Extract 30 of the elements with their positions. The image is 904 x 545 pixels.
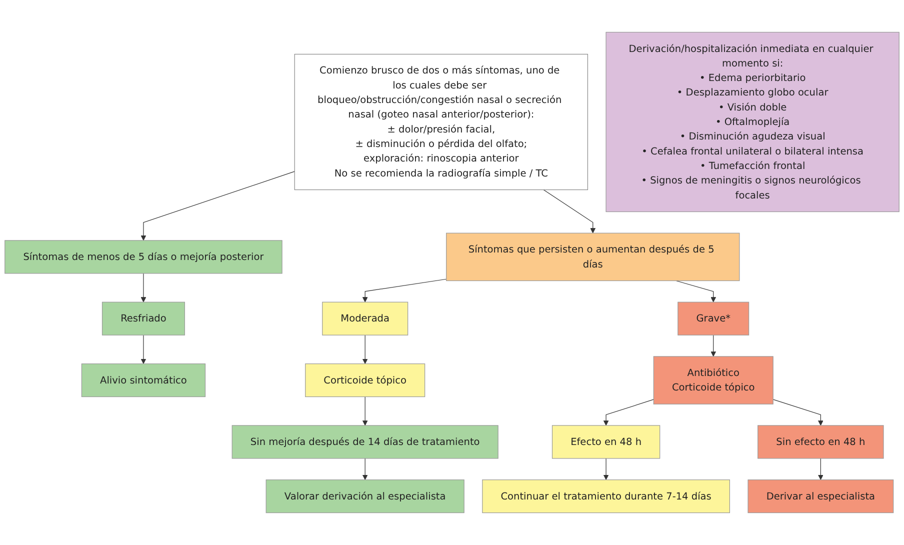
arrow: [362, 458, 368, 480]
node-box: Sin mejoría después de 14 días de tratamiento: [232, 425, 498, 459]
arrow: [543, 189, 596, 234]
arrow: [676, 280, 716, 302]
arrow: [140, 171, 295, 241]
arrow: [362, 396, 368, 426]
arrow: [603, 399, 654, 426]
node-box: Alivio sintomático: [81, 363, 206, 398]
arrow: [140, 273, 146, 302]
node-box: Resfriado: [102, 302, 185, 336]
node-box: Efecto en 48 h: [552, 425, 660, 459]
node-box: Derivación/hospitalización inmediata en cualquier momento si: • Edema periorbitario • Desplazamiento globo ocular • Visión doble • Oftalmoplejía • Disminución agudeza visual • Cefalea frontal unilateral o bilateral intensa • Tumefacción frontal • Signos de meningitis o signos neurológicos focales: [606, 32, 900, 212]
node-box: Continuar el tratamiento durante 7-14 días: [482, 480, 730, 514]
node-box: Sin efecto en 48 h: [758, 425, 884, 459]
node-box: Comienzo brusco de dos o más síntomas, uno de los cuales debe ser bloqueo/obstrucción/congestión nasal o secreción nasal (goteo nasal anterior/posterior): ± dolor/presión facial, ± disminución o pérdida del olfato; exploración: rinoscopia anterior No se recomienda la radiografía simple / TC: [294, 54, 588, 190]
arrow: [362, 334, 368, 364]
node-box: Valorar derivación al especialista: [266, 480, 464, 514]
arrow: [362, 278, 447, 302]
arrow: [710, 334, 716, 357]
arrow: [772, 399, 824, 426]
node-box: Grave*: [678, 302, 750, 336]
arrow: [603, 458, 609, 480]
node-box: Síntomas de menos de 5 días o mejoría posterior: [4, 240, 282, 274]
node-box: Moderada: [322, 302, 408, 336]
node-box: Corticoide tópico: [305, 363, 426, 398]
node-box: Antibiótico Corticoide tópico: [653, 356, 774, 404]
node-box: Derivar al especialista: [748, 480, 894, 514]
node-box: Síntomas que persisten o aumentan después de 5 días: [446, 232, 740, 282]
arrow: [818, 458, 824, 480]
arrow: [140, 334, 146, 364]
